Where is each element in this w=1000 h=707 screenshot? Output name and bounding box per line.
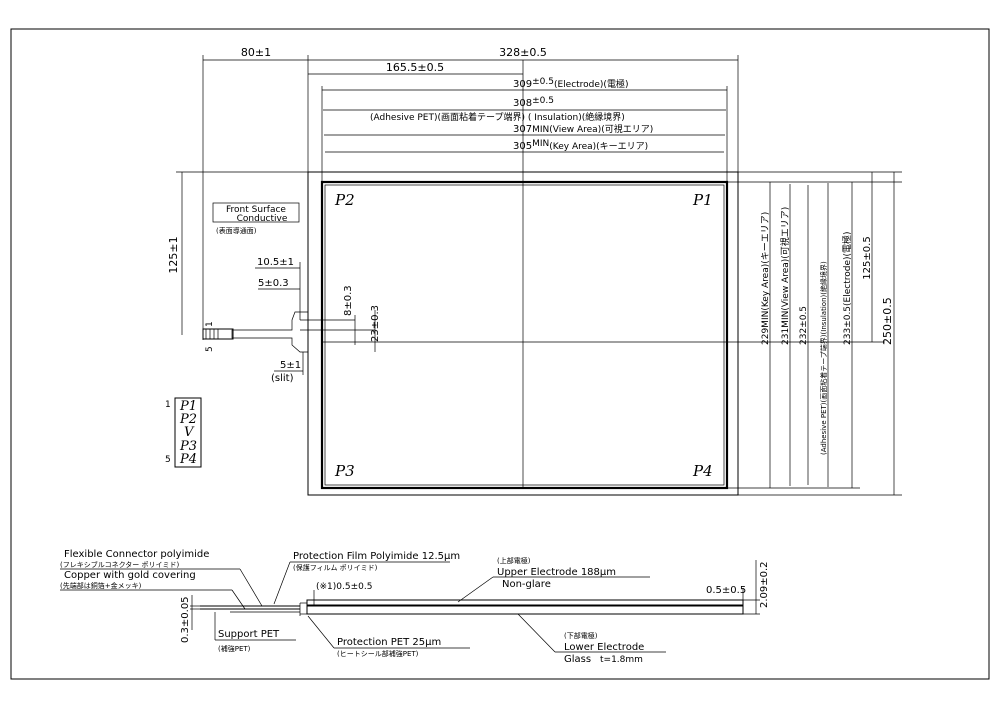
pin-p4: P4: [179, 452, 197, 467]
dim-v-ins-b: (Adhesive PET)(画面粘着テープ端界)(Insulation)(絶縁…: [819, 261, 828, 455]
dim-width-total: 328±0.5: [499, 46, 547, 59]
dim-tail-offset: 80±1: [241, 46, 271, 59]
dim-tail-5: 5±0.3: [258, 278, 289, 289]
right-209: 2.09±0.2: [759, 561, 770, 608]
upper-line2: Non-glare: [502, 579, 551, 590]
pin-v: V: [184, 425, 195, 440]
dim-center: 165.5±0.5: [386, 61, 444, 74]
prot-film-jp: (保護フィルム ポリイミド): [293, 563, 378, 572]
pin-first-num: 1: [165, 400, 171, 410]
glass-layer: [306, 605, 744, 615]
flex-line3: Copper with gold covering: [64, 570, 196, 581]
svg-text:308±0.5: 308±0.5: [513, 96, 554, 109]
pin-table-box: [174, 397, 202, 468]
dim-v-total: 250±0.5: [881, 297, 894, 345]
flex-line4: (先端部は銅箔+金メッキ): [60, 581, 142, 590]
dim-v-ins-a: 232±0.5: [799, 306, 809, 345]
svg-text:307MIN(View Area)(可視エリア): 307MIN(View Area)(可視エリア): [513, 123, 653, 135]
note-1: (※1)0.5±0.5: [316, 582, 372, 592]
tail-pin-1: 1: [205, 321, 215, 327]
dim-insulation-tol: ±0.5: [532, 96, 554, 106]
view-area: [324, 184, 725, 486]
plan-view: 80±1 328±0.5 165.5±0.5 309±0.5(Electrode…: [167, 46, 902, 496]
dim-slit: 5±1: [280, 360, 301, 371]
section-view: Flexible Connector polyimide (フレキシブルコネクタ…: [60, 549, 770, 665]
glass-label: Glass: [564, 654, 591, 665]
left-03: 0.3±0.05: [180, 596, 191, 643]
right-05: 0.5±0.5: [706, 585, 746, 596]
dim-tail-width: 10.5±1: [257, 257, 294, 268]
pin-last-num: 5: [165, 455, 171, 465]
dim-v-key: 229MIN(Key Area)(キーエリア): [761, 212, 771, 345]
dim-v-electrode: 233±0.5(Electrode)(電極): [841, 231, 853, 345]
corner-p3: P3: [334, 462, 355, 480]
glass-thickness: t=1.8mm: [600, 655, 643, 665]
dim-electrode-label: (Electrode)(電極): [554, 78, 629, 90]
upper-jp: (上部電極): [497, 556, 531, 565]
dim-v-view: 231MIN(View Area)(可視エリア): [779, 207, 791, 345]
dim-insulation-label: (Adhesive PET)(画面粘着テープ端界) ( Insulation)(…: [370, 111, 625, 123]
dim-23: 23±0.3: [370, 305, 381, 342]
svg-text:309±0.5(Electrode)(電極): 309±0.5(Electrode)(電極): [513, 77, 628, 90]
dim-view: 307: [513, 124, 532, 135]
svg-text:305MIN(Key Area)(キーエリア): 305MIN(Key Area)(キーエリア): [513, 139, 648, 152]
prot-pet: Protection PET 25μm: [337, 637, 441, 648]
corner-p1: P1: [692, 191, 713, 209]
upper-line1: Upper Electrode 188μm: [497, 567, 616, 578]
front-surface-line2: Conductive: [237, 214, 288, 224]
flex-line1: Flexible Connector polyimide: [64, 549, 209, 560]
flex-line2: (フレキシブルコネクター ポリイミド): [60, 560, 180, 569]
lower-jp: (下部電極): [564, 631, 598, 640]
pin-p2: P2: [179, 412, 197, 427]
dim-electrode-tol: ±0.5: [532, 77, 554, 87]
dim-key-label: (Key Area)(キーエリア): [549, 142, 648, 152]
dim-key: 305: [513, 141, 532, 152]
prot-pet-jp: (ヒートシール部補強PET): [337, 649, 419, 658]
dim-height-half-left: 125±1: [167, 236, 180, 273]
dim-view-tol: MIN: [532, 125, 549, 135]
dim-key-tol: MIN: [532, 139, 549, 149]
front-surface-jp: (表面導通面): [216, 226, 257, 235]
lower-line1: Lower Electrode: [564, 642, 644, 653]
corner-p4: P4: [692, 462, 713, 480]
support-pet: Support PET: [218, 629, 280, 640]
corner-p2: P2: [334, 191, 355, 209]
flex-tail: [231, 311, 308, 353]
pin-p3: P3: [179, 439, 197, 454]
front-surface-line1: Front Surface: [226, 205, 286, 215]
dim-view-label: (View Area)(可視エリア): [549, 123, 653, 135]
front-surface-box: [212, 202, 300, 223]
tail-pin-5: 5: [205, 346, 215, 352]
electrode-area: [320, 180, 729, 490]
pin-table: 1 5 P1 P2 V P3 P4: [165, 397, 202, 468]
dim-8: 8±0.3: [343, 285, 354, 316]
support-pet-jp: (補強PET): [218, 644, 251, 653]
dim-insulation: 308: [513, 98, 532, 109]
drawing-frame: [10, 28, 990, 680]
pin-p1: P1: [179, 399, 197, 414]
prot-film: Protection Film Polyimide 12.5μm: [293, 551, 460, 562]
upper-electrode-film: [306, 599, 744, 606]
slit-label: (slit): [271, 373, 294, 384]
dim-electrode: 309: [513, 79, 532, 90]
dim-v-half: 125±0.5: [862, 236, 873, 279]
